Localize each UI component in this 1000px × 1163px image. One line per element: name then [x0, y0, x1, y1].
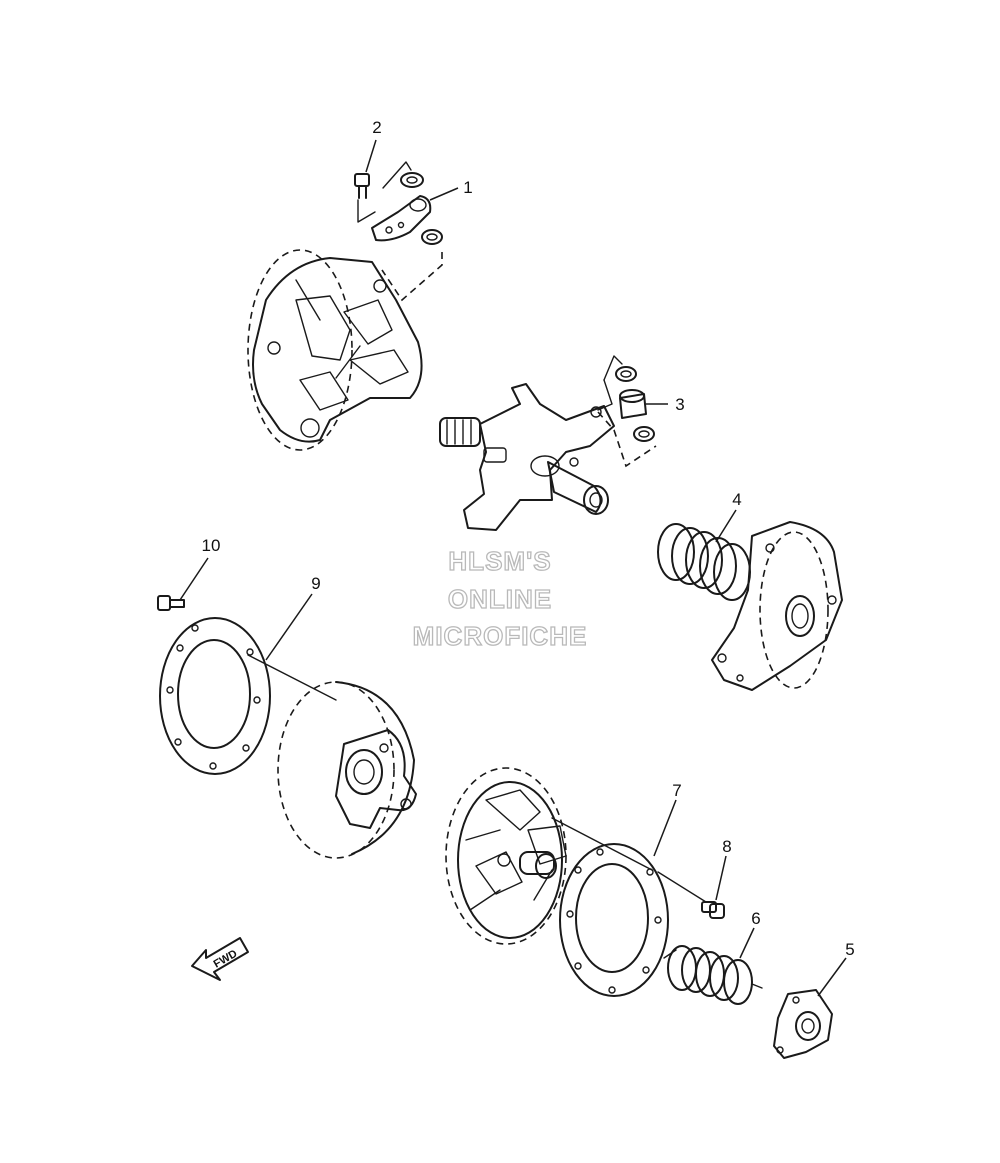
part-1-weight-assembly	[354, 161, 443, 302]
movable-sheave	[277, 681, 417, 859]
washer-bottom	[421, 229, 443, 245]
roller-part-3	[597, 355, 657, 468]
callout-7: 7	[672, 781, 681, 800]
cover-part-5	[773, 989, 833, 1059]
bolt-part-8	[701, 901, 725, 919]
watermark-line-2: ONLINE	[448, 584, 552, 614]
callout-5: 5	[845, 940, 854, 959]
spring-part-4	[657, 523, 751, 601]
callout-2: 2	[372, 118, 381, 137]
callout-10: 10	[202, 536, 221, 555]
callout-leaders	[179, 139, 847, 997]
washer-top	[400, 172, 424, 188]
callout-8: 8	[722, 837, 731, 856]
callout-6: 6	[751, 909, 760, 928]
primary-fixed-sheave-housing	[247, 249, 423, 451]
callout-4: 4	[732, 490, 741, 509]
secondary-sheave	[445, 767, 653, 945]
callout-labels: 2 1 3 4 5 6 7 8 9 10	[202, 118, 855, 959]
callout-3: 3	[675, 395, 684, 414]
weight-plate-part-1	[371, 195, 432, 242]
spider-shaft-assembly	[439, 383, 615, 531]
fwd-direction-arrow: FWD	[191, 937, 249, 981]
callout-9: 9	[311, 574, 320, 593]
bolt-part-10	[157, 595, 185, 611]
sheave-cover-plate	[711, 521, 843, 691]
watermark-line-1: HLSM'S	[448, 546, 551, 576]
watermark: HLSM'S ONLINE MICROFICHE	[412, 545, 588, 651]
callout-1: 1	[463, 178, 472, 197]
gasket-plate-part-7	[559, 843, 707, 997]
gasket-plate-part-9	[159, 617, 337, 775]
watermark-line-3: MICROFICHE	[413, 621, 588, 651]
bolt-part-2	[354, 173, 370, 199]
spring-part-6	[663, 945, 763, 1005]
